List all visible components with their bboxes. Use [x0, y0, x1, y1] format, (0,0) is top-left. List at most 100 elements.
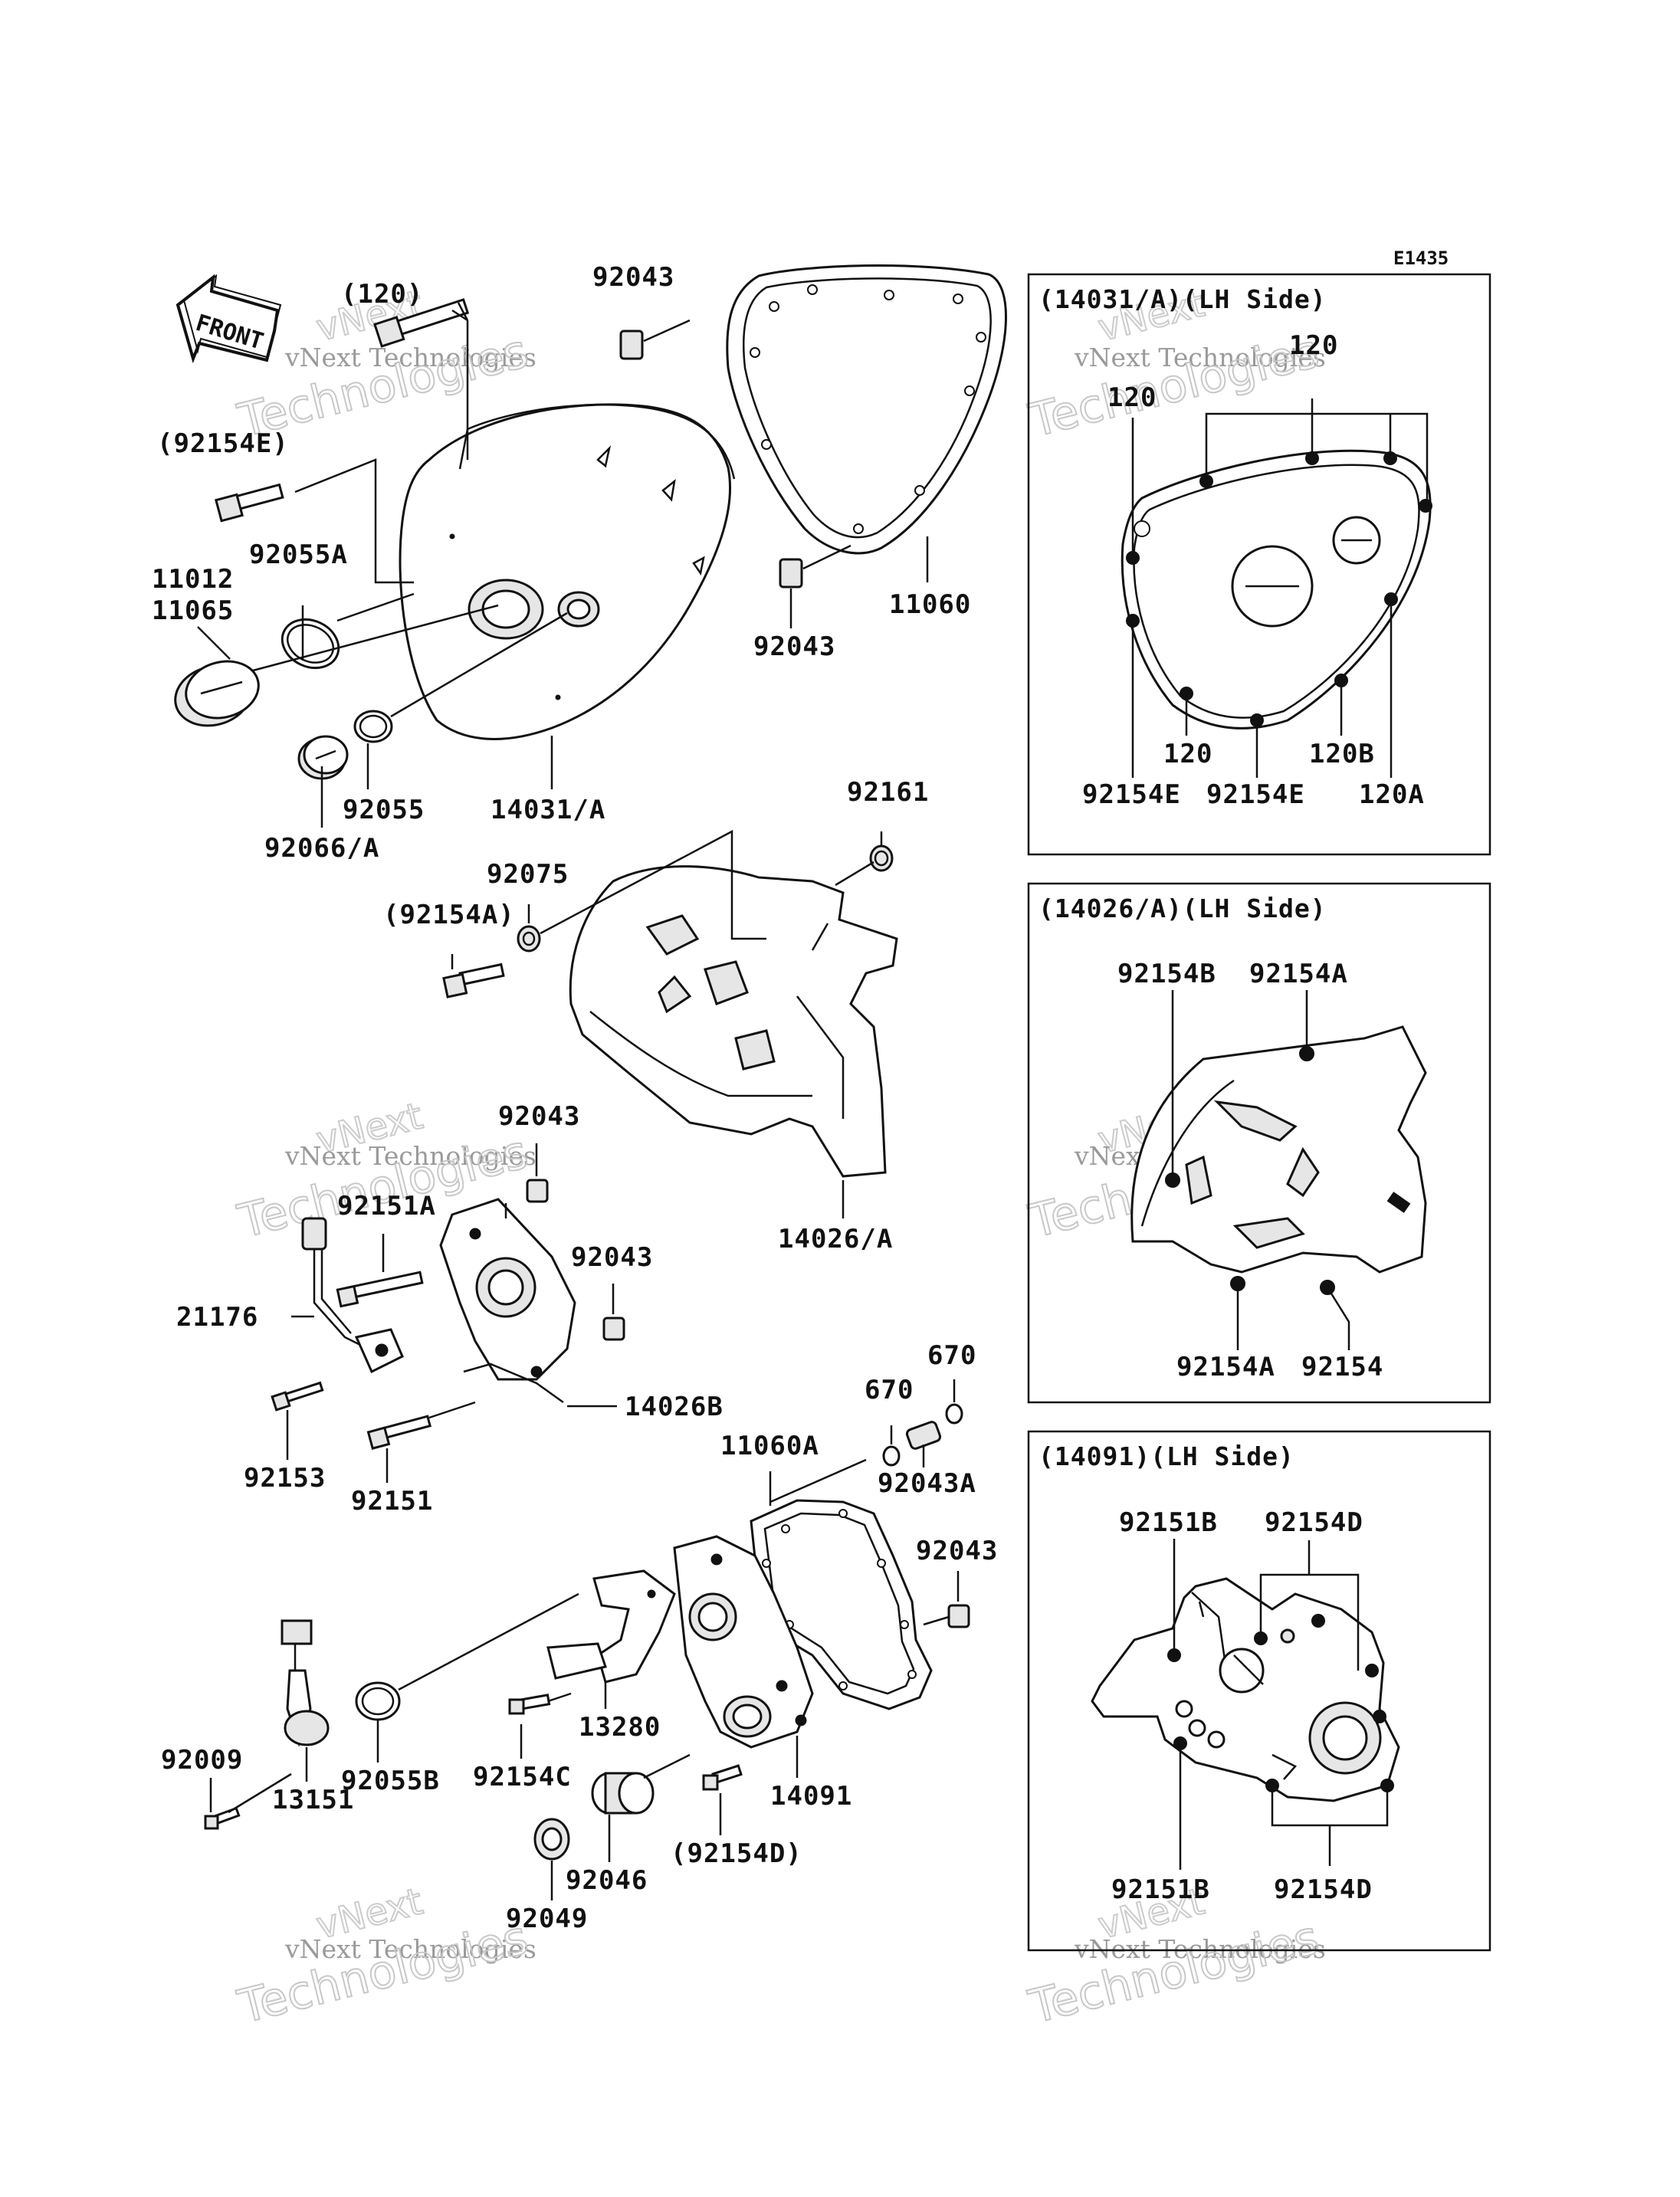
- label-120B: 120B: [1309, 739, 1375, 769]
- label-120-left: 120: [1107, 382, 1157, 413]
- panel-title: (14031/A)(LH Side): [1039, 284, 1327, 314]
- part-92049-seal: [533, 1818, 570, 1900]
- part-92151A-bolt: [336, 1234, 424, 1308]
- label-92066A: 92066/A: [264, 833, 379, 864]
- part-13151-sensor: [281, 1619, 330, 1782]
- label-92151B-bottom: 92151B: [1111, 1874, 1210, 1905]
- label-92154D-paren: (92154D): [671, 1838, 802, 1869]
- label-92043-d: 92043: [916, 1536, 998, 1566]
- label-21176: 21176: [176, 1302, 258, 1333]
- label-92049: 92049: [506, 1904, 588, 1934]
- part-92154A-bolt: [442, 954, 505, 998]
- watermark-5: vNext vNext Technologies Technologies: [232, 1879, 536, 2035]
- part-92151-bolt: [366, 1401, 476, 1483]
- part-14031A-cover: [399, 403, 736, 740]
- label-92154B: 92154B: [1117, 959, 1216, 989]
- part-92161-cap: [835, 831, 894, 887]
- part-92154C-bolt: [508, 1692, 572, 1759]
- part-670-oring-b: [945, 1379, 963, 1425]
- leader-11012: [197, 626, 231, 660]
- label-92154: 92154: [1301, 1352, 1383, 1382]
- label-92043-top: 92043: [592, 262, 674, 293]
- part-92043-dowel-mid: [779, 544, 851, 589]
- label-92161: 92161: [847, 777, 929, 808]
- label-92151A: 92151A: [337, 1191, 436, 1221]
- label-670-a: 670: [865, 1375, 914, 1405]
- part-14026A-cover: [569, 865, 898, 1178]
- label-11065: 11065: [152, 595, 234, 626]
- inset-panel-14026A: (14026/A)(LH Side) 92154B 92154A 92154A …: [1027, 882, 1491, 1404]
- watermark-text: vNext Technologies: [284, 1141, 536, 1171]
- label-13280: 13280: [579, 1712, 661, 1743]
- watermark-text: vNext Technologies: [1074, 1934, 1326, 1964]
- label-14091: 14091: [770, 1781, 852, 1812]
- label-11012: 11012: [152, 564, 234, 595]
- inset-panel-14031A: (14031/A)(LH Side) 120 120 120 120B 9215…: [1027, 273, 1491, 856]
- label-92154A-top: 92154A: [1249, 959, 1348, 989]
- part-14026B-bracket: [439, 1198, 576, 1404]
- part-92043-dowel-c1: [526, 1143, 549, 1203]
- label-670-b: 670: [927, 1340, 976, 1371]
- part-14091-housing: [673, 1535, 814, 1749]
- part-92075-collar: [517, 829, 766, 953]
- label-92043-mid: 92043: [753, 631, 835, 662]
- part-92043-dowel-c2: [602, 1284, 625, 1341]
- part-labels: (120) (92154E) 92055A 11012 11065 92055 …: [152, 262, 998, 1934]
- part-670-oring-a: [882, 1425, 901, 1467]
- label-92154D-top: 92154D: [1265, 1507, 1363, 1538]
- label-92154D-bottom: 92154D: [1274, 1874, 1373, 1905]
- part-13280-bracket: [546, 1569, 676, 1709]
- label-92055: 92055: [343, 795, 425, 825]
- label-92154E-b: 92154E: [1206, 779, 1305, 810]
- panel-title: (14026/A)(LH Side): [1039, 894, 1327, 923]
- label-92046: 92046: [566, 1865, 648, 1896]
- label-92055A: 92055A: [249, 539, 348, 570]
- front-arrow-icon: FRONT: [176, 274, 282, 364]
- diagram-code: E1435: [1393, 248, 1449, 269]
- label-14026A: 14026/A: [778, 1224, 893, 1254]
- label-92043-c1: 92043: [498, 1101, 580, 1132]
- label-11060: 11060: [889, 589, 971, 620]
- watermark-text: vNext Technologies: [284, 1934, 536, 1964]
- panel-title: (14091)(LH Side): [1039, 1441, 1294, 1471]
- label-120A: 120A: [1359, 779, 1425, 810]
- label-92043A: 92043A: [878, 1468, 976, 1499]
- label-14031A: 14031/A: [491, 795, 605, 825]
- label-120-top: 120: [1289, 330, 1338, 361]
- part-92009-screw: [204, 1772, 292, 1830]
- part-11060-gasket: [726, 264, 1007, 555]
- label-92154E-a: 92154E: [1082, 779, 1181, 810]
- label-13151: 13151: [272, 1785, 354, 1815]
- label-92153: 92153: [244, 1463, 326, 1494]
- label-120-bottom: 120: [1163, 739, 1212, 769]
- part-92043-dowel-d: [923, 1571, 970, 1628]
- inset-panel-14091: (14091)(LH Side) 92151B 92154D 92151B 92…: [1027, 1430, 1491, 1952]
- label-92154A-paren: (92154A): [383, 900, 515, 930]
- part-92153-screw: [271, 1381, 324, 1460]
- label-92075: 92075: [487, 859, 569, 890]
- part-21176-sensor: [291, 1217, 404, 1374]
- label-14026B: 14026B: [625, 1392, 724, 1422]
- label-92043-c2: 92043: [571, 1242, 653, 1273]
- watermark-text: vNext Technologies: [284, 343, 536, 372]
- label-92151B-top: 92151B: [1119, 1507, 1218, 1538]
- part-92043-dowel-top: [619, 319, 691, 360]
- watermark-text: vNext Technologies: [1074, 343, 1326, 372]
- part-92055B-oring: [355, 1592, 579, 1763]
- label-120: (120): [341, 279, 423, 310]
- part-92066A-plug: [297, 735, 349, 780]
- label-11060A: 11060A: [720, 1431, 819, 1461]
- part-92154E-bolt: [214, 458, 414, 584]
- part-120-bolt: [373, 298, 470, 460]
- label-92151: 92151: [351, 1486, 433, 1517]
- part-92055-oring: [353, 612, 568, 743]
- part-92046-bearing: [591, 1753, 691, 1862]
- label-92154E: (92154E): [157, 428, 289, 459]
- part-92055A-oring: [281, 592, 415, 670]
- part-92154D-bolt: [702, 1764, 743, 1835]
- label-92154C: 92154C: [473, 1762, 572, 1792]
- label-92055B: 92055B: [341, 1766, 440, 1796]
- label-92154A-bottom: 92154A: [1176, 1352, 1275, 1382]
- label-92009: 92009: [161, 1745, 243, 1776]
